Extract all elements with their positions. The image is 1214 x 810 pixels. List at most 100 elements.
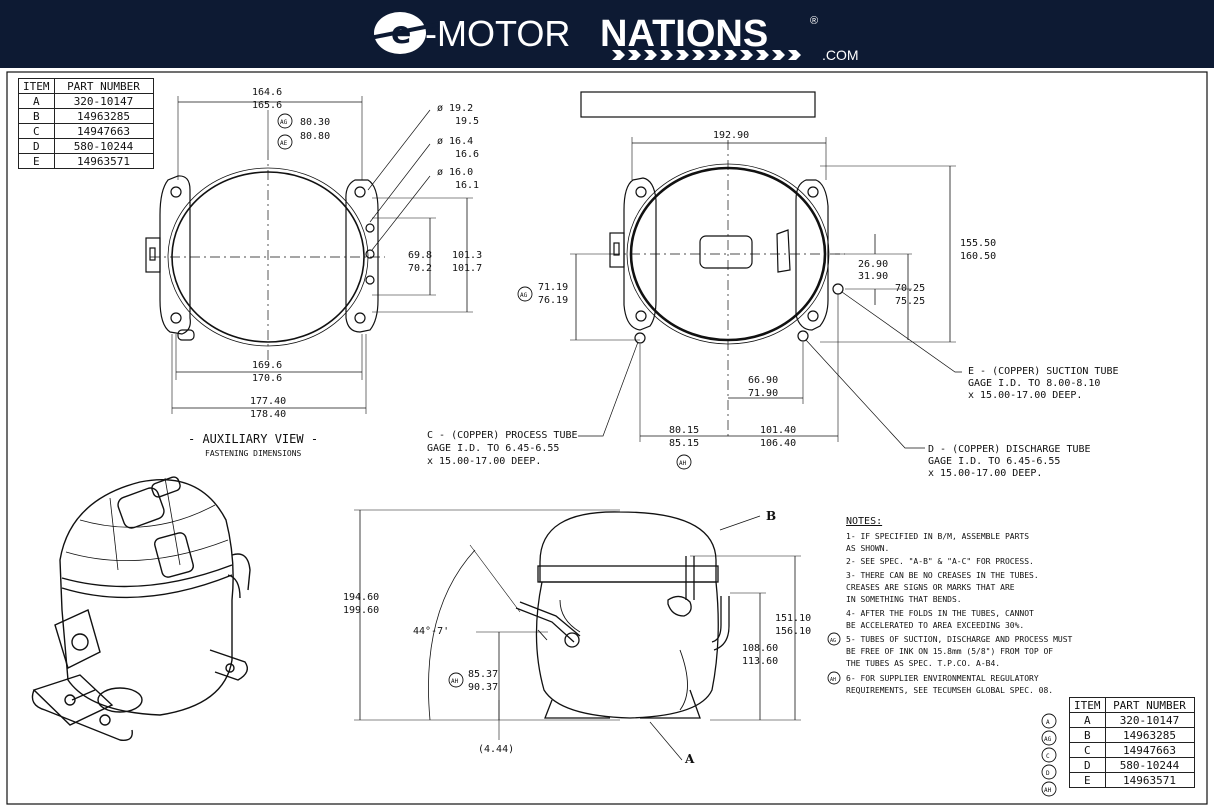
table-header-row: ITEM PART NUMBER [1069, 697, 1195, 713]
top-c-leader [578, 341, 639, 437]
notes-line: 6- FOR SUPPLIER ENVIRONMENTAL REGULATORY [846, 674, 1039, 683]
iso-top-lug [151, 476, 181, 498]
aux-terminal-slot [149, 247, 156, 261]
table-cell-part: 320-10147 [1104, 712, 1195, 728]
side-angle-arc [428, 549, 476, 721]
aux-h-out-2: 101.7 [452, 263, 482, 274]
side-angle: 44°-7' [413, 626, 449, 637]
c-tube-line-3: x 15.00-17.00 DEEP. [427, 456, 541, 467]
notes-line: IN SOMETHING THAT BENDS. [846, 595, 962, 604]
side-h-1: 194.60 [343, 592, 379, 603]
side-h-2: 199.60 [343, 605, 379, 616]
notes-line: THE TUBES AS SPEC. T.P.CO. A-B4. [846, 659, 1000, 668]
notes-line: 3- THERE CAN BE NO CREASES IN THE TUBES. [846, 571, 1039, 580]
side-ah-badge-text: AH [451, 678, 459, 685]
top-view [517, 91, 962, 470]
notes-line: 1- IF SPECIFIED IN B/M, ASSEMBLE PARTS [846, 532, 1029, 541]
logo-nations-text: NATIONS [600, 13, 768, 55]
table2-badge-text: A [1046, 719, 1050, 726]
top-ag-2: 76.19 [538, 295, 568, 306]
aux-w1-2: 170.6 [252, 373, 282, 384]
aux-tube-stub [365, 223, 375, 233]
notes-line: BE ACCELERATED TO AREA EXCEEDING 30%. [846, 621, 1024, 630]
table-cell-part: 14947663 [53, 123, 154, 139]
table-cell-item: B [1069, 727, 1106, 743]
table2-badge-text: AH [1044, 787, 1052, 794]
iso-tube [231, 553, 251, 591]
side-seam-band [537, 565, 719, 583]
aux-process-stub [177, 329, 195, 341]
side-lower-shell [535, 581, 719, 719]
top-w-1: 192.90 [713, 130, 749, 141]
side-ah-2: 90.37 [468, 682, 498, 693]
table-header-row: ITEM PART NUMBER [18, 78, 154, 94]
brand-logo[interactable]: e -MOTOR NATIONS ® .COM [0, 0, 1214, 68]
side-detail [537, 629, 548, 641]
table2-badge-a [1041, 713, 1057, 729]
top-r-2: 106.40 [760, 438, 796, 449]
top-h-1: 155.50 [960, 238, 996, 249]
iso-seam-lower [61, 574, 233, 599]
top-discharge-tube [797, 330, 809, 342]
drawing-canvas: 164.6 165.6 AG AE 80.30 80.80 ø 19.2 19.… [6, 71, 1208, 805]
e-tube-line-2: GAGE I.D. TO 8.00-8.10 [968, 378, 1100, 389]
side-tube-fitting [564, 632, 580, 648]
iso-foot-hole [225, 663, 235, 673]
side-a-leader [649, 721, 683, 761]
aux-ae-badge-text: AE [280, 140, 288, 147]
drawing-border [6, 71, 1208, 805]
top-c-1: 80.15 [669, 425, 699, 436]
d-tube-line-1: D - (COPPER) DISCHARGE TUBE [928, 444, 1091, 455]
logo-motor-text: -MOTOR [425, 13, 570, 54]
aux-w2-1: 177.40 [250, 396, 286, 407]
iso-foot-hole [64, 694, 76, 706]
iso-name-plate [154, 532, 194, 578]
aux-tube-stub [365, 249, 375, 259]
iso-mount-foot [32, 674, 114, 726]
top-ah-badge [676, 454, 692, 470]
top-f-1: 70.25 [895, 283, 925, 294]
table-cell-part: 14947663 [1104, 742, 1195, 758]
top-name-plate [776, 229, 791, 273]
d-tube-line-2: GAGE I.D. TO 6.45-6.55 [928, 456, 1060, 467]
table2-badge-ag [1041, 730, 1057, 746]
aux-w1-1: 169.6 [252, 360, 282, 371]
table-cell-item: E [18, 153, 55, 169]
auxiliary-view [145, 96, 473, 414]
side-process-tube [711, 596, 730, 651]
notes-line: REQUIREMENTS, SEE TECUMSEH GLOBAL SPEC. … [846, 686, 1053, 695]
side-vertical-tube [685, 556, 695, 600]
side-dome [539, 511, 717, 583]
e-tube-line-1: E - (COPPER) SUCTION TUBE [968, 366, 1119, 377]
aux-bolt-hole [170, 186, 182, 198]
isometric-view [31, 476, 251, 741]
aux-w2-2: 178.40 [250, 409, 286, 420]
note6-ah-badge [827, 671, 841, 685]
aux-leader [371, 175, 431, 251]
top-d-leader [805, 339, 925, 449]
table-cell-item: E [1069, 772, 1106, 788]
table-cell-part: 14963571 [1104, 772, 1195, 788]
side-contour [679, 649, 688, 711]
logo-registered: ® [810, 15, 818, 27]
aux-leader [367, 109, 431, 191]
iso-tube [227, 574, 241, 599]
side-small-dim: (4.44) [478, 744, 514, 755]
note6-ah-badge-text: AH [830, 677, 836, 683]
table-cell-item: A [1069, 712, 1106, 728]
notes-line: 2- SEE SPEC. "A-B" & "A-C" FOR PROCESS. [846, 557, 1034, 566]
top-c-2: 85.15 [669, 438, 699, 449]
table-header-item: ITEM [18, 78, 55, 94]
top-d-1: 66.90 [748, 375, 778, 386]
aux-dia2-b: 16.6 [455, 149, 479, 160]
aux-h-in-1: 69.8 [408, 250, 432, 261]
technical-drawing-sheet: 164.6 165.6 AG AE 80.30 80.80 ø 19.2 19.… [0, 68, 1214, 810]
aux-bolt-hole [354, 186, 366, 198]
aux-dim-top-1: 164.6 [252, 87, 282, 98]
side-r-2: 156.10 [775, 626, 811, 637]
table2-badge-c [1041, 747, 1057, 763]
top-left-bracket [623, 177, 657, 331]
